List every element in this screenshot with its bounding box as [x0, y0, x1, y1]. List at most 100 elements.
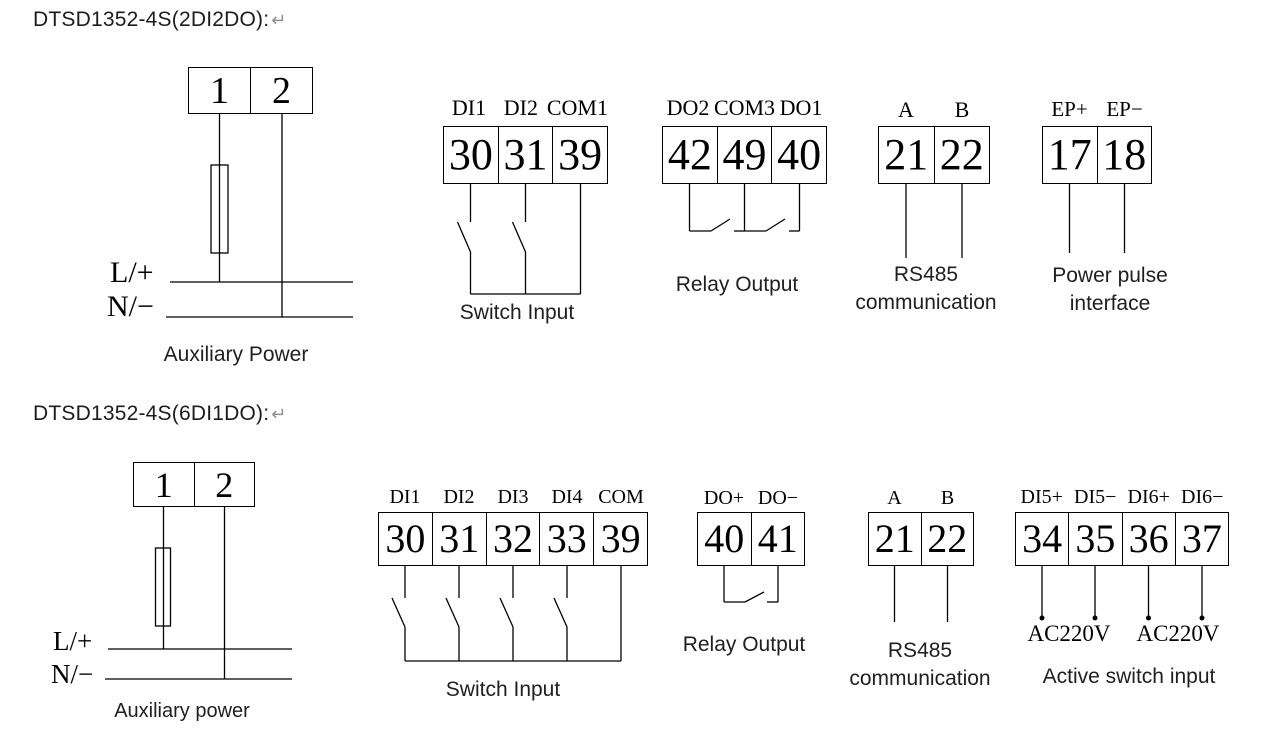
terminal-cell: 35 [1068, 513, 1121, 565]
terminal-header: A [887, 487, 902, 509]
terminal-cell: 18 [1096, 127, 1152, 183]
rs485-headers-bottom: A B [868, 487, 974, 510]
switch-blade [499, 597, 514, 628]
fuse-symbol [210, 164, 229, 254]
terminal-header: DO1 [779, 95, 823, 120]
terminal-cell: 1 [154, 464, 173, 505]
terminal-header: DI3 [497, 486, 529, 508]
terminal-cell: 21 [874, 516, 915, 561]
relay-contact-blade [744, 591, 765, 603]
terminal-header: COM [598, 486, 644, 508]
terminal-cell: 39 [593, 513, 647, 565]
rs485-wires-bottom [893, 566, 949, 622]
switch-input-headers-top: DI1 DI2 COM1 [443, 95, 608, 121]
terminal-cell: 39 [552, 127, 607, 183]
switch-blade [511, 221, 527, 253]
caption-aux-power-bottom: Auxiliary power [114, 700, 250, 722]
terminal-header: DI2 [443, 486, 475, 508]
line-label-live: L/+ [53, 626, 93, 656]
terminal-header: DI4 [551, 486, 583, 508]
rs485-terminal-block-top: 21 22 [878, 126, 990, 184]
fuse-symbol [154, 547, 172, 627]
switch-input-terminal-block-bottom: 30 31 32 33 39 [378, 512, 648, 566]
terminal-cell: 2 [250, 68, 312, 113]
caption-line: RS485 [887, 639, 953, 662]
wire-end-dot [1146, 615, 1151, 621]
switch-input-headers-bottom: DI1 DI2 DI3 DI4 COM [378, 486, 648, 509]
aux-power-wires-top [166, 114, 353, 318]
section-title-text: DTSD1352-4S(6DI1DO): [33, 402, 270, 425]
terminal-header: COM1 [546, 95, 608, 120]
voltage-label-ac220v: AC220V [1027, 621, 1111, 646]
caption-rs485-top: RS485 communication [848, 261, 1004, 317]
caption-aux-power-top: Auxiliary Power [163, 343, 309, 366]
relay-contact-blade [765, 218, 786, 232]
return-mark-icon: ↵ [271, 10, 287, 30]
terminal-cell: 30 [385, 516, 426, 561]
terminal-cell: 2 [193, 463, 255, 506]
terminal-cell: 40 [704, 516, 745, 561]
relay-output-headers-top: DO2 COM3 DO1 [662, 95, 827, 121]
power-pulse-headers-top: EP+ EP− [1042, 97, 1152, 122]
caption-power-pulse-top: Power pulse interface [1030, 262, 1190, 318]
relay-output-terminal-block-top: 42 49 40 [662, 126, 827, 184]
return-mark-icon: ↵ [271, 404, 287, 424]
terminal-cell: 49 [716, 127, 772, 183]
rs485-terminal-block-bottom: 21 22 [868, 512, 974, 566]
switch-blade [456, 221, 472, 253]
terminal-cell: 36 [1121, 513, 1175, 565]
terminal-cell: 40 [771, 127, 826, 183]
terminal-header: DI6+ [1127, 486, 1170, 508]
power-pulse-terminal-block-top: 17 18 [1042, 126, 1152, 184]
switch-input-terminal-block-top: 30 31 39 [443, 126, 608, 184]
terminal-cell: 30 [448, 130, 493, 179]
caption-line: interface [1069, 292, 1151, 315]
terminal-cell: 33 [539, 513, 593, 565]
terminal-header: A [898, 97, 914, 122]
line-label-neutral: N/− [51, 659, 94, 689]
terminal-header: COM3 [713, 95, 776, 120]
terminal-cell: 32 [485, 513, 540, 565]
relay-output-headers-bottom: DO+ DO− [697, 487, 805, 510]
aux-power-terminal-block-bottom: 1 2 [133, 462, 255, 507]
aux-power-terminal-block-top: 1 2 [188, 67, 313, 114]
section-title-2di2do: DTSD1352-4S(2DI2DO):↵ [33, 8, 287, 32]
power-pulse-wires-top [1068, 184, 1126, 253]
terminal-header: DO+ [703, 487, 745, 509]
switch-input-wires-top [456, 184, 582, 295]
switch-blade [553, 597, 568, 628]
terminal-header: EP+ [1051, 97, 1088, 121]
terminal-cell: 34 [1022, 516, 1063, 561]
relay-contact-blade [710, 218, 731, 232]
wire-end-dot [1199, 615, 1205, 621]
terminal-cell: 31 [497, 127, 553, 183]
caption-line: communication [855, 291, 997, 314]
terminal-cell: 37 [1174, 513, 1228, 565]
active-switch-wires-bottom [1039, 566, 1205, 621]
active-switch-headers-bottom: DI5+ DI5− DI6+ DI6− [1015, 486, 1229, 509]
terminal-cell: 41 [750, 513, 805, 565]
relay-output-terminal-block-bottom: 40 41 [697, 512, 805, 566]
voltage-label-ac220v: AC220V [1136, 621, 1220, 646]
caption-line: communication [849, 667, 991, 690]
terminal-header: DI2 [503, 95, 539, 120]
relay-output-wires-bottom [723, 566, 779, 603]
terminal-header: DI1 [389, 486, 421, 508]
wire-end-dot [1092, 615, 1098, 621]
active-switch-terminal-block-bottom: 34 35 36 37 [1015, 512, 1229, 566]
caption-relay-output-top: Relay Output [675, 273, 799, 296]
terminal-cell: 1 [210, 69, 229, 112]
rs485-wires-top [905, 184, 963, 258]
terminal-header: B [940, 487, 955, 509]
wire-end-dot [1039, 615, 1045, 621]
terminal-header: DO2 [666, 95, 710, 120]
switch-blade [445, 597, 460, 628]
switch-blade [391, 597, 406, 628]
terminal-header: EP− [1106, 97, 1143, 121]
caption-switch-input-top: Switch Input [459, 301, 575, 324]
terminal-cell: 31 [431, 513, 486, 565]
caption-relay-output-bottom: Relay Output [682, 633, 806, 656]
terminal-header: DI5− [1074, 486, 1117, 508]
relay-output-wires-top [688, 184, 801, 232]
